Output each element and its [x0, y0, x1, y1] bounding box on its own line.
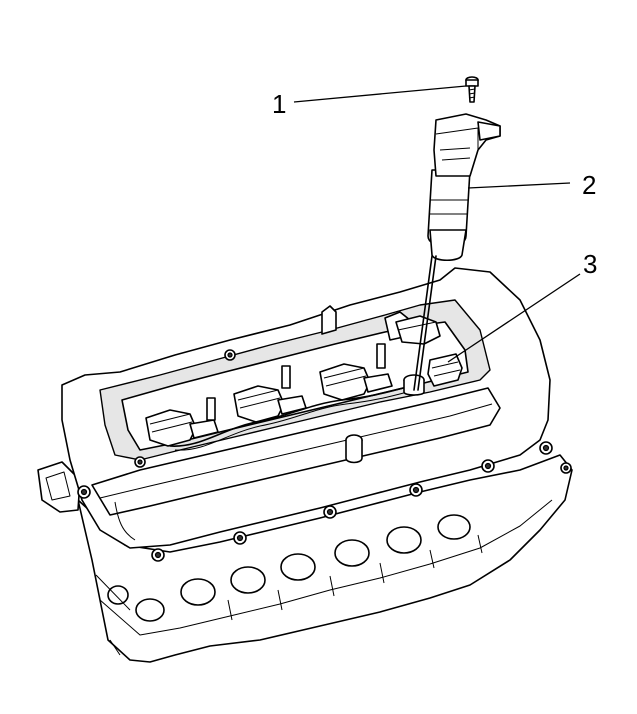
callout-1: 1 [272, 89, 286, 119]
callout-2: 2 [582, 170, 596, 200]
ignition-coil-icon [413, 113, 501, 391]
bolt-icon [465, 76, 479, 103]
installed-coils [145, 343, 425, 451]
head-ports [107, 514, 471, 622]
oil-filler-cap [345, 434, 363, 464]
callout-3: 3 [583, 249, 597, 279]
callout-leaders [293, 85, 581, 363]
spark-plug-well-icon [395, 315, 463, 396]
cover-bolts [77, 349, 572, 562]
cylinder-head-icon [37, 267, 573, 663]
